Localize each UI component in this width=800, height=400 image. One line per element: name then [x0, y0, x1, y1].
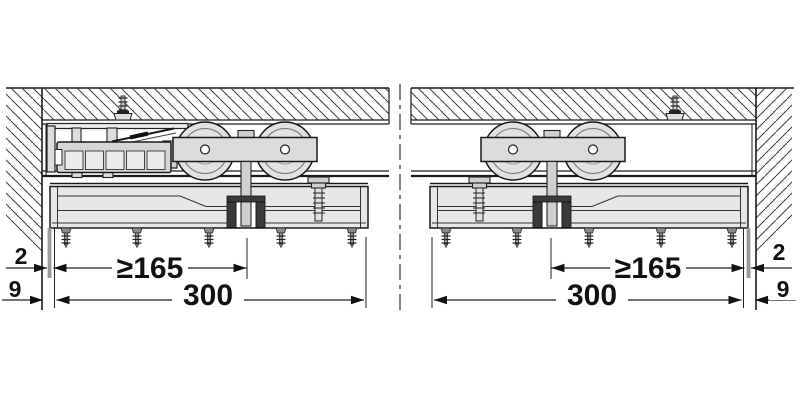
dimension-wall-gap-right: 2	[773, 239, 786, 265]
dimension-panel-offset-left: 9	[9, 276, 22, 302]
dimension-min-distance-right: ≥165	[615, 252, 682, 285]
dimension-panel-width-left: 300	[183, 279, 233, 312]
dimension-panel-offset-right: 9	[777, 276, 790, 302]
dimension-panel-width-right: 300	[567, 279, 617, 312]
dimension-labels: 2 9 ≥165 300 ≥165 300 2 9	[2, 239, 797, 312]
damper-body	[54, 140, 178, 174]
ceiling-section	[6, 87, 794, 125]
dimension-wall-gap-left: 2	[15, 243, 28, 269]
soft-close-damper	[46, 122, 189, 179]
dimension-min-distance-left: ≥165	[117, 252, 184, 285]
